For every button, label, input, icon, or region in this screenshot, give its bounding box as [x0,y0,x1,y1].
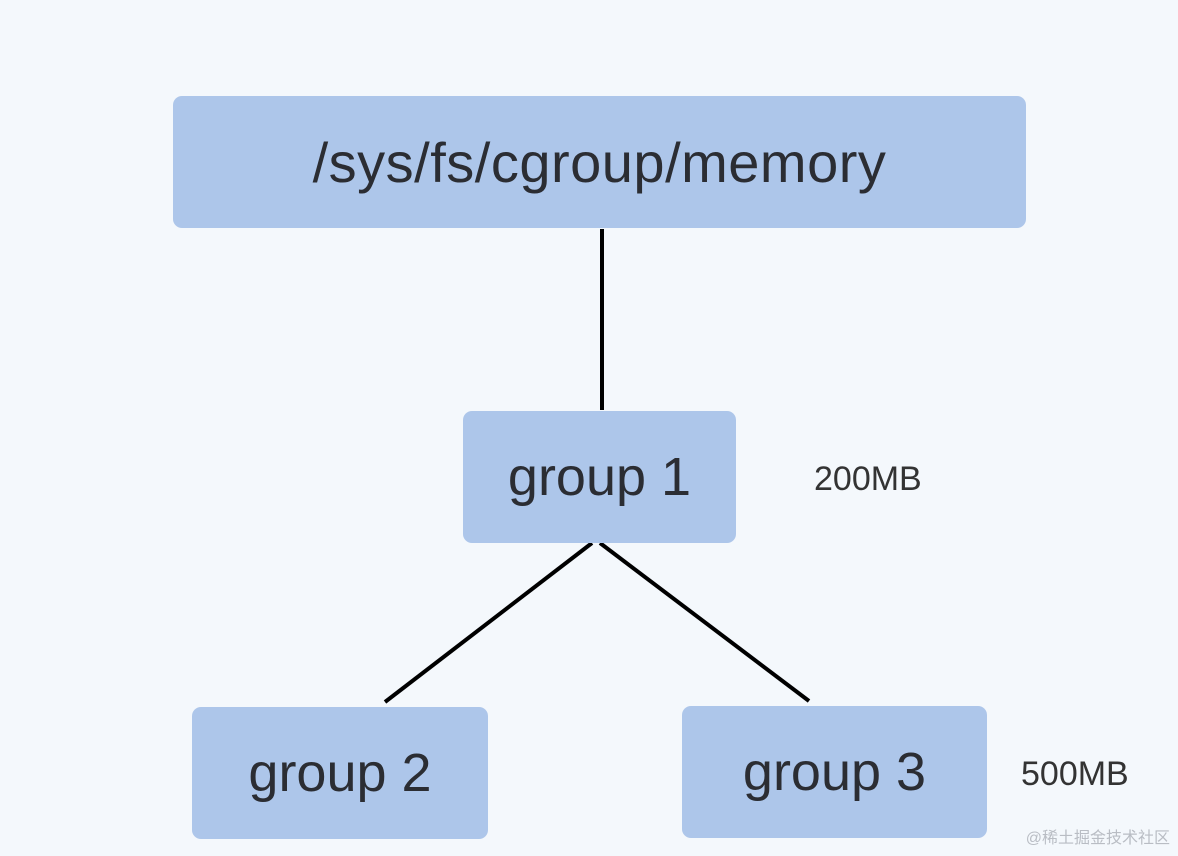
edge-group1-group3 [598,541,811,703]
node-group-1-label: group 1 [507,447,692,507]
node-group-1: group 1 [463,411,736,543]
node-group-2: group 2 [192,707,488,839]
node-group-3: group 3 [682,706,987,838]
watermark: @稀土掘金技术社区 [1025,830,1170,847]
edge-group1-group2 [383,541,594,704]
group-1-memory-limit: 200MB [814,460,922,498]
group-3-memory-limit: 500MB [1021,755,1129,793]
node-group-3-label: group 3 [742,742,927,802]
node-root-memory-cgroup: /sys/fs/cgroup/memory [173,96,1026,228]
node-root-label: /sys/fs/cgroup/memory [312,130,887,194]
node-group-2-label: group 2 [248,743,432,803]
